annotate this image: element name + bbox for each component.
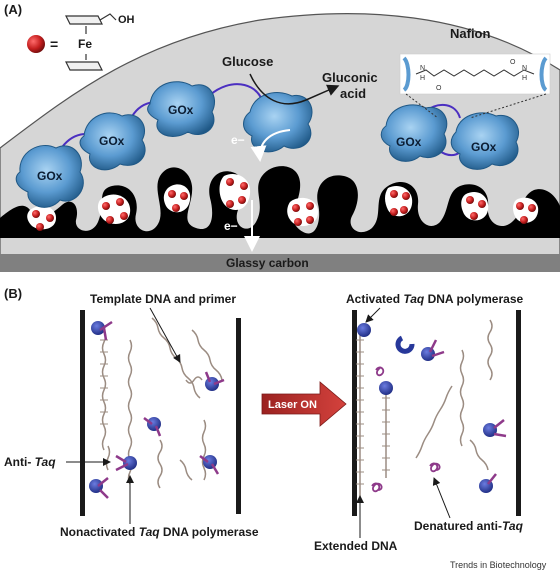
- ferrocene-dots: [32, 178, 536, 231]
- oh-label: OH: [118, 14, 135, 26]
- legend-equals: =: [50, 36, 58, 52]
- fe-label: Fe: [78, 37, 92, 51]
- anti-taq-antibody: [487, 473, 497, 485]
- denatured-antibody: [429, 462, 441, 473]
- anti-taq-antibody: [115, 454, 129, 472]
- polymerase: [89, 479, 103, 493]
- anti-taq-antibody: [99, 320, 113, 341]
- polymerases-left: [89, 320, 225, 499]
- denatured-antibody: [375, 366, 385, 377]
- denatured-arrow: [432, 477, 451, 519]
- anti-taq-label: Anti- Taq: [4, 455, 56, 469]
- gox-label: GOx: [396, 135, 422, 149]
- panel-a: (A) Nafion: [0, 2, 560, 272]
- electron-label: e−: [231, 133, 245, 147]
- linker-h-right: H: [522, 75, 527, 82]
- polymerase: [123, 456, 137, 470]
- electron-arrow-curved: [250, 129, 291, 162]
- nonactivated-label: Nonactivated Taq DNA polymerase: [60, 525, 259, 539]
- activated-arrow: [365, 307, 381, 323]
- laser-label: Laser ON: [268, 399, 317, 411]
- panel-b: (B): [4, 286, 524, 553]
- dna-strands-right: [356, 319, 493, 500]
- gox-enzyme: [450, 112, 519, 170]
- wall-left-1: [80, 310, 85, 516]
- glassy-carbon-electrode: [0, 254, 560, 272]
- wall-left-2: [236, 318, 241, 514]
- activated-polymerase: [379, 381, 393, 395]
- gox-label: GOx: [168, 103, 194, 117]
- gox-enzyme: [147, 81, 215, 137]
- wall-right-1: [352, 310, 357, 516]
- ferrocene-legend-dot: [27, 35, 45, 53]
- carbon-nanostructure: [0, 166, 560, 238]
- laser-arrow: [261, 381, 347, 427]
- gox-enzyme: [380, 104, 448, 162]
- anti-taq-antibody: [143, 417, 162, 437]
- anti-taq-antibody: [204, 371, 225, 386]
- gox-enzyme: [79, 112, 146, 171]
- linker-inset: N H N H O O: [399, 53, 551, 95]
- panel-a-label: (A): [4, 2, 22, 17]
- anti-taq-antibody: [428, 339, 445, 358]
- linker-o-right: O: [510, 59, 516, 66]
- inset-pointer: [469, 93, 547, 119]
- linker-o-left: O: [436, 85, 442, 92]
- ferrocene-structure: [65, 13, 117, 71]
- panel-b-label: (B): [4, 286, 22, 301]
- gluconic-label-line1: Gluconic: [322, 70, 378, 85]
- glucose-label: Glucose: [222, 54, 273, 69]
- nafion-label: Nafion: [450, 26, 491, 41]
- polymerase: [483, 423, 497, 437]
- credit-label: Trends in Biotechnology: [450, 560, 547, 570]
- polymerase: [421, 347, 435, 361]
- inset-pointer: [405, 93, 439, 119]
- polymerase-free: [395, 335, 415, 354]
- denatured-antibody: [371, 482, 383, 493]
- linker-n-right: N: [522, 65, 527, 72]
- template-arrow: [149, 307, 181, 363]
- glassy-carbon-label: Glassy carbon: [226, 256, 309, 270]
- polymerases-right: [357, 323, 507, 493]
- gox-label: GOx: [37, 169, 63, 183]
- glucose-arrow: [249, 73, 340, 105]
- linker-h-left: H: [420, 75, 425, 82]
- gox-label: GOx: [471, 140, 497, 154]
- gox-enzyme: [243, 92, 313, 153]
- gox-label: GOx: [99, 134, 125, 148]
- linker-n-left: N: [420, 65, 425, 72]
- gox-enzyme: [15, 145, 84, 208]
- template-label: Template DNA and primer: [90, 292, 236, 306]
- anti-taq-antibody: [199, 455, 220, 475]
- polymerase: [91, 321, 105, 335]
- activated-polymerase: [357, 323, 371, 337]
- gox-enzymes: GOx GOx GOx GOx GOx: [15, 81, 519, 208]
- anti-taq-antibody: [493, 419, 507, 438]
- gluconic-label-line2: acid: [340, 86, 366, 101]
- wall-right-2: [516, 310, 521, 516]
- activated-label: Activated Taq DNA polymerase: [346, 292, 524, 306]
- anti-taq-antibody: [97, 477, 109, 499]
- denatured-label: Denatured anti-Taq: [414, 519, 524, 533]
- polymerase: [147, 417, 161, 431]
- extended-dna-label: Extended DNA: [314, 539, 398, 553]
- electron-label-2: e−: [224, 219, 238, 233]
